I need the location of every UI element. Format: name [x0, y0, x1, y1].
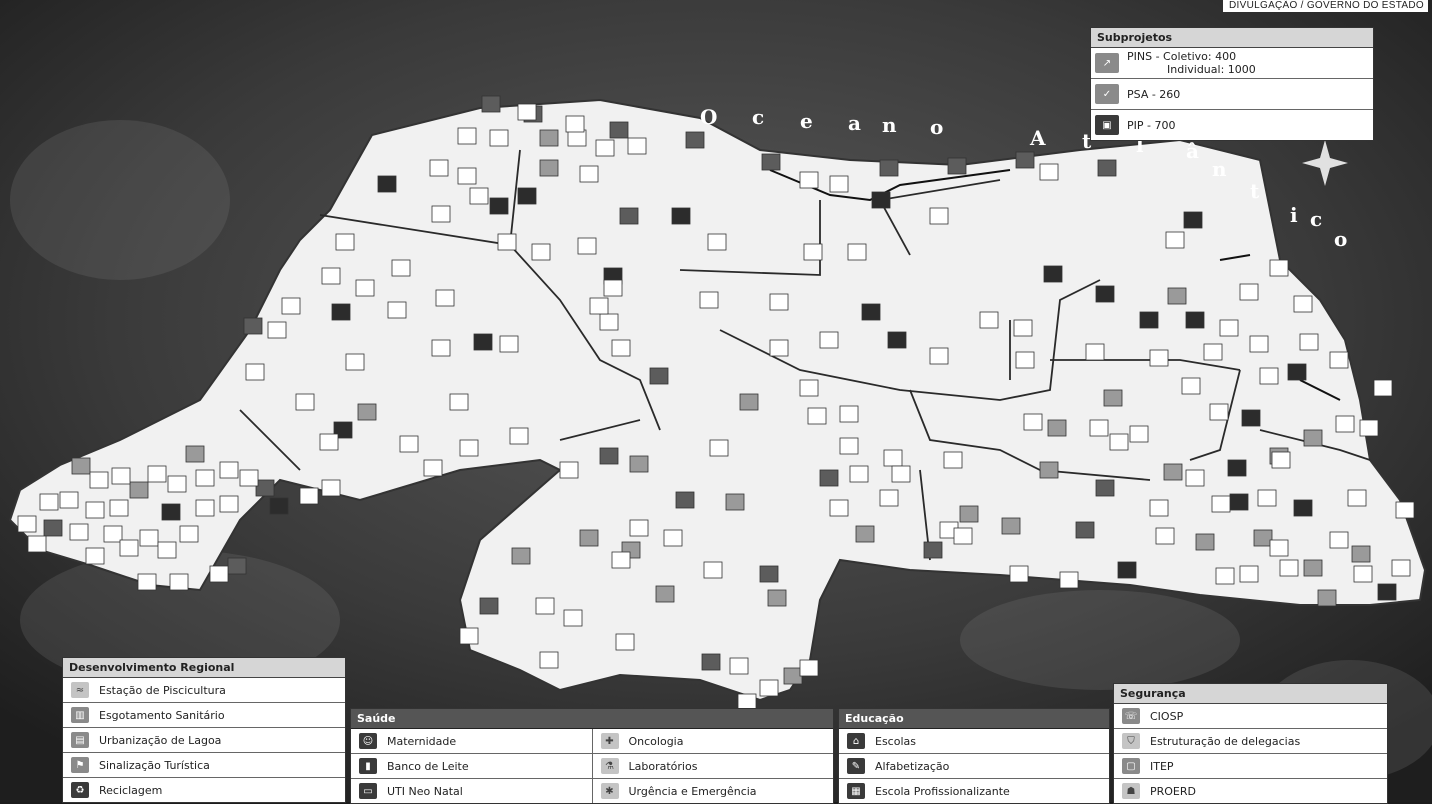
legend-row: ☺ Maternidade	[351, 729, 592, 754]
police-station-icon: ⛉	[1122, 733, 1140, 749]
compass-rose-icon	[1302, 140, 1348, 186]
vocational-school-icon: ▦	[847, 783, 865, 799]
legend-row: ⌂ Escolas	[839, 729, 1109, 754]
legend-label: Sinalização Turística	[99, 758, 210, 772]
regional-development-legend: Desenvolvimento Regional ≈ Estação de Pis…	[62, 657, 346, 803]
legend-label: Laboratórios	[628, 759, 698, 773]
legend-row: ↗ PINS - Coletivo: 400 Individual: 1000	[1091, 48, 1373, 79]
legend-label: Banco de Leite	[387, 759, 469, 773]
health-legend: Saúde ☺ Maternidade ▮ Banco de Leite ▭ UTI …	[350, 708, 834, 804]
tractor-icon: ✓	[1095, 84, 1119, 104]
legend-row: ⚑ Sinalização Turística	[63, 753, 345, 778]
legend-row: ≈ Estação de Piscicultura	[63, 678, 345, 703]
legend-row: ✓ PSA - 260	[1091, 79, 1373, 110]
recycle-icon: ♻	[71, 782, 89, 798]
education-title: Educação	[839, 709, 1109, 729]
legend-label: Individual: 1000	[1167, 63, 1256, 76]
fish-farm-icon: ≈	[71, 682, 89, 698]
itep-icon: ▢	[1122, 758, 1140, 774]
document-icon: ▣	[1095, 115, 1119, 135]
legend-label: PSA - 260	[1127, 87, 1181, 101]
legend-label: Oncologia	[628, 734, 684, 748]
legend-row: ▣ PIP - 700	[1091, 110, 1373, 140]
legend-label: PROERD	[1150, 784, 1196, 798]
legend-label: Urbanização de Lagoa	[99, 733, 222, 747]
legend-label: UTI Neo Natal	[387, 784, 463, 798]
education-legend: Educação ⌂ Escolas ✎ Alfabetização ▦ Escola…	[838, 708, 1110, 804]
ocean-letter: n	[1212, 157, 1227, 181]
legend-label: Escolas	[875, 734, 916, 748]
legend-label: Escola Profissionalizante	[875, 784, 1010, 798]
oncology-icon: ✚	[600, 733, 619, 749]
legend-row: ▢ ITEP	[1114, 754, 1387, 779]
ocean-letter: o	[1334, 227, 1347, 251]
legend-row: ▮ Banco de Leite	[351, 754, 592, 779]
legend-label: Maternidade	[387, 734, 457, 748]
photo-credit: DIVULGAÇÃO / GOVERNO DO ESTADO	[1223, 0, 1428, 12]
ocean-letter: l	[1136, 133, 1144, 157]
legend-label: PINS - Coletivo: 400	[1127, 50, 1237, 63]
legend-label: ITEP	[1150, 759, 1174, 773]
ocean-letter: i	[1290, 203, 1298, 227]
legend-row: ▤ Urbanização de Lagoa	[63, 728, 345, 753]
legend-label: PIP - 700	[1127, 118, 1176, 132]
subprojects-title: Subprojetos	[1091, 28, 1373, 48]
ciosp-icon: ☏	[1122, 708, 1140, 724]
legend-row: ▭ UTI Neo Natal	[351, 779, 592, 803]
legend-row: ☗ PROERD	[1114, 779, 1387, 803]
ocean-letter: t	[1250, 179, 1260, 203]
ocean-letter: a	[848, 111, 861, 135]
health-title: Saúde	[351, 709, 833, 729]
ocean-letter: t	[1082, 129, 1092, 153]
legend-row: ⛉ Estruturação de delegacias	[1114, 729, 1387, 754]
ocean-letter: c	[1310, 207, 1322, 231]
legend-label: Reciclagem	[99, 783, 163, 797]
flag-icon: ⚑	[71, 757, 89, 773]
legend-row: ♻ Reciclagem	[63, 778, 345, 802]
legend-row: ✎ Alfabetização	[839, 754, 1109, 779]
ocean-letter: o	[930, 115, 943, 139]
legend-row: ▦ Escola Profissionalizante	[839, 779, 1109, 803]
ocean-letter: O	[700, 105, 717, 129]
neonatal-icu-icon: ▭	[359, 783, 377, 799]
ocean-letter: A	[1029, 126, 1046, 150]
legend-row: ⚗ Laboratórios	[592, 754, 833, 779]
maternity-icon: ☺	[359, 733, 377, 749]
subprojects-legend: Subprojetos ↗ PINS - Coletivo: 400 Indiv…	[1090, 27, 1374, 141]
school-icon: ⌂	[847, 733, 865, 749]
legend-row: ▥ Esgotamento Sanitário	[63, 703, 345, 728]
legend-label: Estação de Piscicultura	[99, 683, 226, 697]
regional-title: Desenvolvimento Regional	[63, 658, 345, 678]
lab-icon: ⚗	[600, 758, 619, 774]
proerd-icon: ☗	[1122, 783, 1140, 799]
legend-label: Esgotamento Sanitário	[99, 708, 225, 722]
security-legend: Segurança ☏ CIOSP ⛉ Estruturação de delega…	[1113, 683, 1388, 804]
ocean-letter: e	[800, 109, 813, 133]
legend-label: Alfabetização	[875, 759, 950, 773]
chart-up-icon: ↗	[1095, 53, 1119, 73]
legend-row: ☏ CIOSP	[1114, 704, 1387, 729]
literacy-icon: ✎	[847, 758, 865, 774]
sewer-icon: ▥	[71, 707, 89, 723]
emergency-icon: ✱	[600, 783, 619, 799]
legend-row: ✚ Oncologia	[592, 729, 833, 754]
lagoon-icon: ▤	[71, 732, 89, 748]
legend-label: CIOSP	[1150, 709, 1184, 723]
milk-bank-icon: ▮	[359, 758, 377, 774]
ocean-letter: c	[752, 105, 764, 129]
legend-label: Estruturação de delegacias	[1150, 734, 1301, 748]
ocean-letter: â	[1186, 139, 1199, 163]
legend-label: Urgência e Emergência	[628, 784, 757, 798]
legend-row: ✱ Urgência e Emergência	[593, 779, 834, 803]
security-title: Segurança	[1114, 684, 1387, 704]
ocean-letter: n	[882, 113, 897, 137]
